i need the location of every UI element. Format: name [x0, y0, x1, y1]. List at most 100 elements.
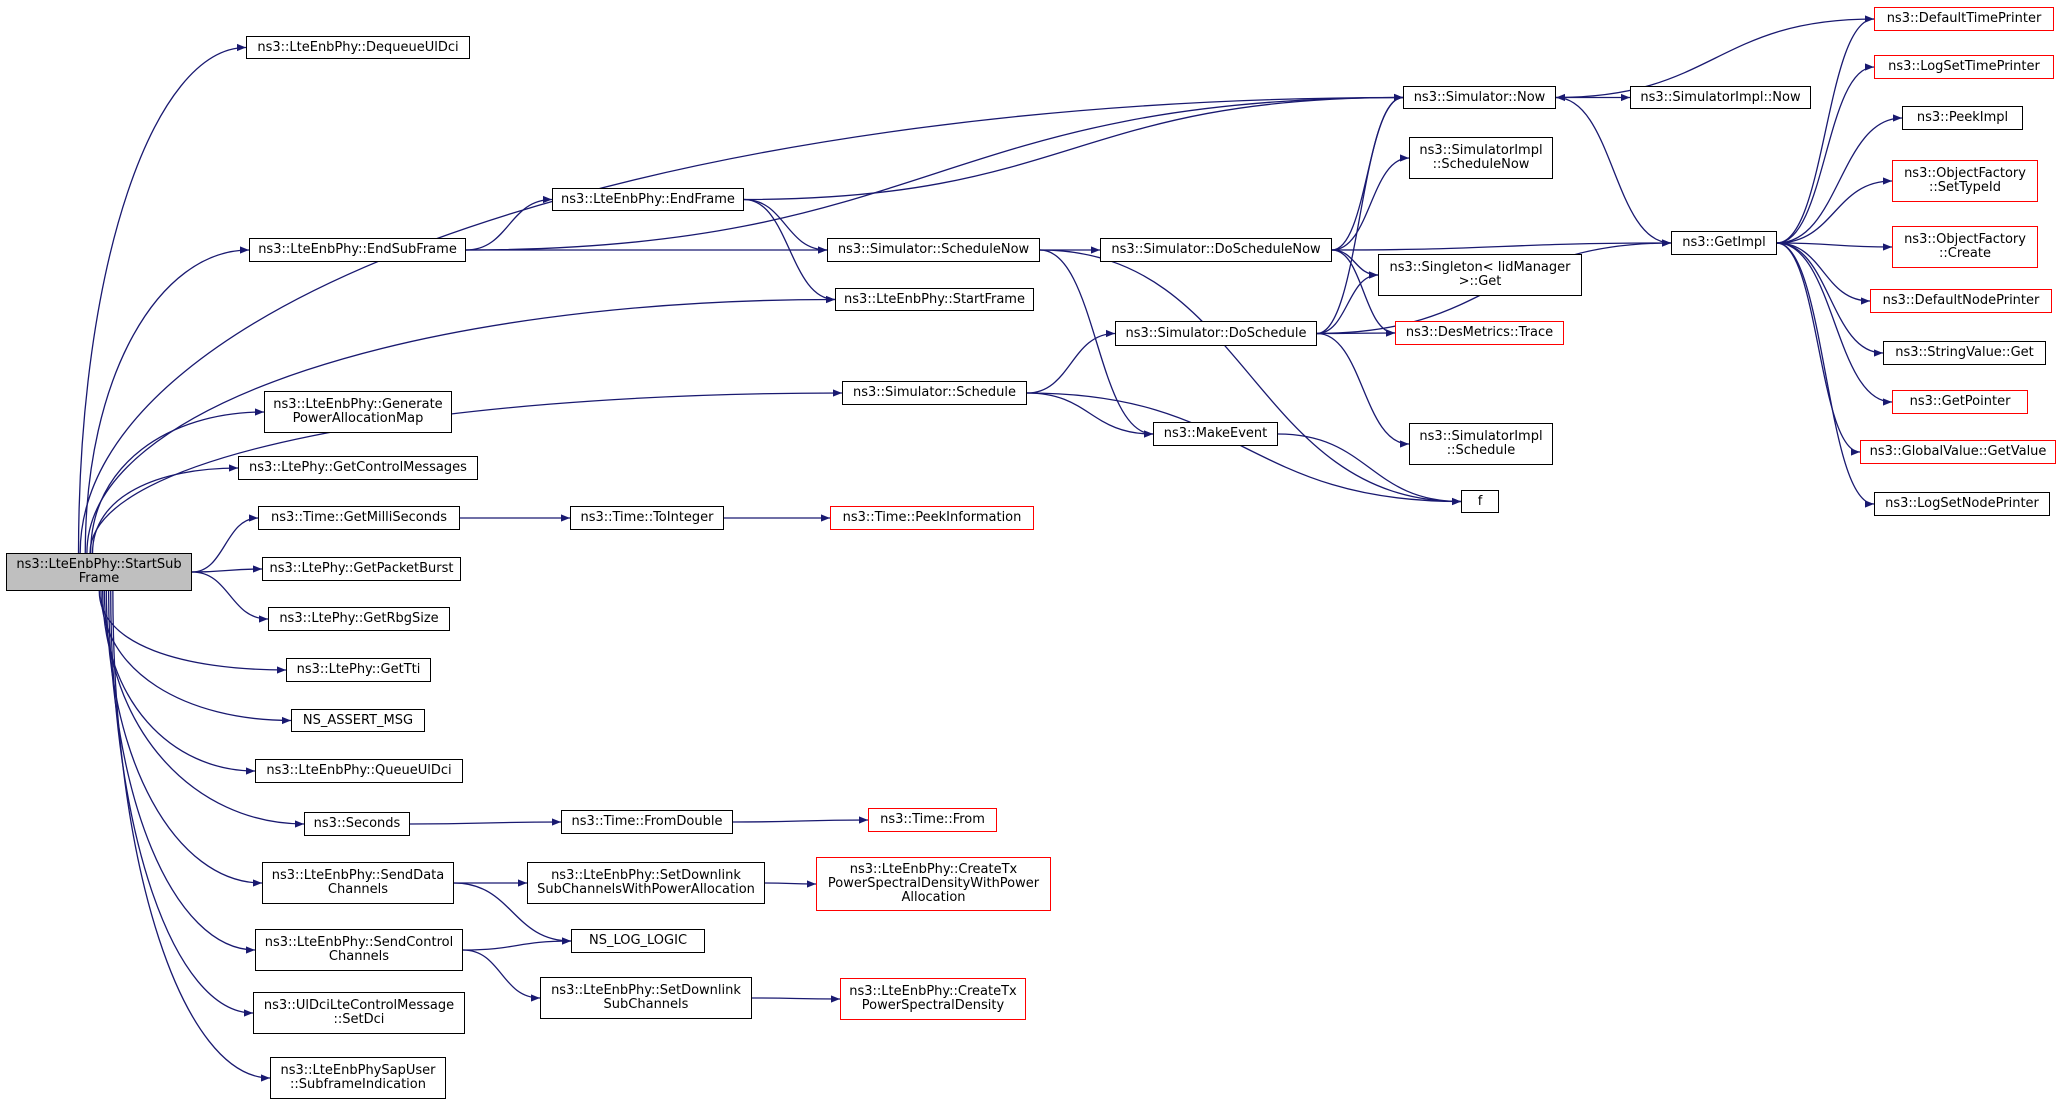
edge-endframe-to-simschedulenow — [743, 198, 828, 254]
node-simschedule[interactable]: ns3::Simulator::Schedule — [842, 381, 1027, 405]
node-getrbgsize[interactable]: ns3::LtePhy::GetRbgSize — [268, 607, 450, 631]
node-defaulttimeprinter[interactable]: ns3::DefaultTimePrinter — [1874, 7, 2054, 31]
node-defaultnodeprinter[interactable]: ns3::DefaultNodePrinter — [1870, 289, 2052, 313]
edge-startsubframe-to-getrbgsize — [191, 571, 269, 623]
edge-startsubframe-to-getmilliseconds — [191, 514, 259, 573]
node-ns-log-logic[interactable]: NS_LOG_LOGIC — [571, 929, 705, 953]
edge-endsubframe-to-endframe — [465, 195, 553, 251]
edge-senddatachannels-to-ns_log_logic — [453, 882, 572, 945]
node-setdlsubch[interactable]: ns3::LteEnbPhy::SetDownlink SubChannels — [540, 977, 752, 1019]
edge-endframe-to-simnow — [743, 93, 1404, 201]
node-generatepam[interactable]: ns3::LteEnbPhy::Generate PowerAllocation… — [264, 391, 452, 433]
node-getmilliseconds[interactable]: ns3::Time::GetMilliSeconds — [258, 506, 460, 530]
node-timefrom[interactable]: ns3::Time::From — [868, 808, 997, 832]
edge-startsubframe-to-queueuldci — [101, 590, 256, 775]
edge-startsubframe-to-sendcontrolchannels — [107, 590, 256, 954]
node-createtxpsdwpa[interactable]: ns3::LteEnbPhy::CreateTx PowerSpectralDe… — [816, 857, 1051, 911]
edge-simnow-to-getimpl — [1555, 96, 1672, 247]
edge-endframe-to-startframe — [743, 198, 836, 304]
edge-seconds-to-fromdouble — [409, 818, 562, 826]
node-ofcreate[interactable]: ns3::ObjectFactory ::Create — [1892, 226, 2038, 268]
node-implschedule[interactable]: ns3::SimulatorImpl ::Schedule — [1409, 423, 1553, 465]
edge-doschedulenow-to-destrace — [1331, 249, 1396, 337]
edge-makeevent-to-f — [1277, 433, 1462, 506]
node-f[interactable]: f — [1461, 490, 1499, 513]
edge-getimpl-to-defaultnodeprinter — [1776, 242, 1871, 305]
edge-doschedule-to-singletonget — [1316, 271, 1379, 335]
edge-startsubframe-to-gettti — [98, 590, 287, 674]
edge-startsubframe-to-setdci — [110, 590, 254, 1017]
node-doschedulenow[interactable]: ns3::Simulator::DoScheduleNow — [1100, 238, 1332, 262]
node-subframeindication[interactable]: ns3::LteEnbPhySapUser ::SubframeIndicati… — [270, 1057, 446, 1099]
node-stringvalueget[interactable]: ns3::StringValue::Get — [1883, 341, 2046, 365]
node-implschedulenow[interactable]: ns3::SimulatorImpl ::ScheduleNow — [1409, 137, 1553, 179]
node-startframe[interactable]: ns3::LteEnbPhy::StartFrame — [835, 288, 1034, 311]
node-tointeger[interactable]: ns3::Time::ToInteger — [570, 506, 724, 530]
node-logsettimeprinter[interactable]: ns3::LogSetTimePrinter — [1874, 55, 2054, 79]
edge-startsubframe-to-subframeindication — [112, 590, 271, 1082]
node-doschedule[interactable]: ns3::Simulator::DoSchedule — [1115, 321, 1317, 346]
edge-getimpl-to-logsettimeprinter — [1776, 63, 1875, 244]
node-createtxpsd[interactable]: ns3::LteEnbPhy::CreateTx PowerSpectralDe… — [840, 978, 1026, 1020]
edge-getimpl-to-defaulttimeprinter — [1776, 15, 1875, 244]
edge-startsubframe-to-dequeueuldci — [77, 43, 247, 554]
edge-startsubframe-to-startframe — [86, 295, 836, 554]
edge-getimpl-to-globalvaluegetvalue — [1776, 242, 1861, 456]
node-simschedulenow[interactable]: ns3::Simulator::ScheduleNow — [827, 238, 1040, 262]
edge-setdlsubchwpa-to-createtxpsdwpa — [764, 880, 817, 888]
node-setdci[interactable]: ns3::UlDciLteControlMessage ::SetDci — [253, 992, 465, 1034]
node-makeevent[interactable]: ns3::MakeEvent — [1153, 422, 1278, 446]
edge-doschedule-to-implschedule — [1316, 332, 1410, 448]
node-settypeid[interactable]: ns3::ObjectFactory ::SetTypeId — [1892, 160, 2038, 202]
node-setdlsubchwpa[interactable]: ns3::LteEnbPhy::SetDownlink SubChannelsW… — [527, 862, 765, 904]
edge-startsubframe-to-simschedule — [89, 389, 843, 554]
edge-setdlsubch-to-createtxpsd — [751, 995, 841, 1003]
edge-simschedule-to-f — [1026, 392, 1462, 506]
node-sendcontrolchannels[interactable]: ns3::LteEnbPhy::SendControl Channels — [255, 929, 463, 971]
node-getimpl[interactable]: ns3::GetImpl — [1671, 231, 1777, 255]
edge-getimpl-to-getpointer — [1776, 242, 1893, 406]
node-dequeueuldci[interactable]: ns3::LteEnbPhy::DequeueUlDci — [246, 36, 470, 59]
edge-getimpl-to-peekimpl — [1776, 114, 1903, 244]
node-implnow[interactable]: ns3::SimulatorImpl::Now — [1630, 86, 1811, 109]
node-getpacketburst[interactable]: ns3::LtePhy::GetPacketBurst — [262, 557, 461, 581]
node-peekinformation[interactable]: ns3::Time::PeekInformation — [830, 506, 1034, 530]
edge-fromdouble-to-timefrom — [732, 816, 869, 824]
edge-startsubframe-to-simnow — [79, 93, 1404, 554]
edge-startsubframe-to-endsubframe — [84, 246, 250, 554]
node-peekimpl[interactable]: ns3::PeekImpl — [1902, 106, 2023, 130]
edge-simschedulenow-to-makeevent — [1039, 249, 1154, 438]
node-senddatachannels[interactable]: ns3::LteEnbPhy::SendData Channels — [262, 862, 454, 904]
node-endsubframe[interactable]: ns3::LteEnbPhy::EndSubFrame — [249, 238, 466, 262]
edge-sendcontrolchannels-to-ns_log_logic — [462, 937, 572, 951]
node-getpointer[interactable]: ns3::GetPointer — [1892, 390, 2028, 414]
edge-simschedule-to-makeevent — [1026, 392, 1154, 438]
node-simnow[interactable]: ns3::Simulator::Now — [1403, 86, 1556, 109]
edge-defaulttimeprinter-to-simnow — [1555, 18, 1875, 102]
node-fromdouble[interactable]: ns3::Time::FromDouble — [561, 810, 733, 834]
edge-doschedule-to-simnow — [1316, 93, 1404, 335]
node-endframe[interactable]: ns3::LteEnbPhy::EndFrame — [552, 188, 744, 211]
edge-startsubframe-to-generatepam — [90, 408, 265, 554]
node-globalvaluegetvalue[interactable]: ns3::GlobalValue::GetValue — [1860, 440, 2056, 464]
edge-sendcontrolchannels-to-setdlsubch — [462, 949, 541, 1002]
node-queueuldci[interactable]: ns3::LteEnbPhy::QueueUlDci — [255, 759, 463, 783]
node-gettti[interactable]: ns3::LtePhy::GetTti — [286, 658, 431, 682]
node-singletonget[interactable]: ns3::Singleton< IidManager >::Get — [1378, 254, 1582, 296]
edge-doschedulenow-to-getimpl — [1331, 239, 1672, 251]
node-startsubframe[interactable]: ns3::LteEnbPhy::StartSub Frame — [6, 553, 192, 591]
edge-getimpl-to-settypeid — [1776, 177, 1893, 244]
edge-getimpl-to-ofcreate — [1776, 242, 1893, 251]
node-logsetnodeprinter[interactable]: ns3::LogSetNodePrinter — [1874, 492, 2050, 516]
edge-endsubframe-to-simnow — [465, 93, 1404, 251]
edge-getimpl-to-logsetnodeprinter — [1776, 242, 1875, 508]
node-getcontrolmessages[interactable]: ns3::LtePhy::GetControlMessages — [238, 456, 478, 480]
node-seconds[interactable]: ns3::Seconds — [304, 812, 410, 836]
node-ns-assert-msg[interactable]: NS_ASSERT_MSG — [291, 709, 425, 732]
edge-startsubframe-to-ns_assert_msg — [100, 590, 292, 725]
edge-startsubframe-to-senddatachannels — [105, 590, 263, 887]
edge-getimpl-to-stringvalueget — [1776, 242, 1884, 357]
node-destrace[interactable]: ns3::DesMetrics::Trace — [1395, 321, 1564, 345]
